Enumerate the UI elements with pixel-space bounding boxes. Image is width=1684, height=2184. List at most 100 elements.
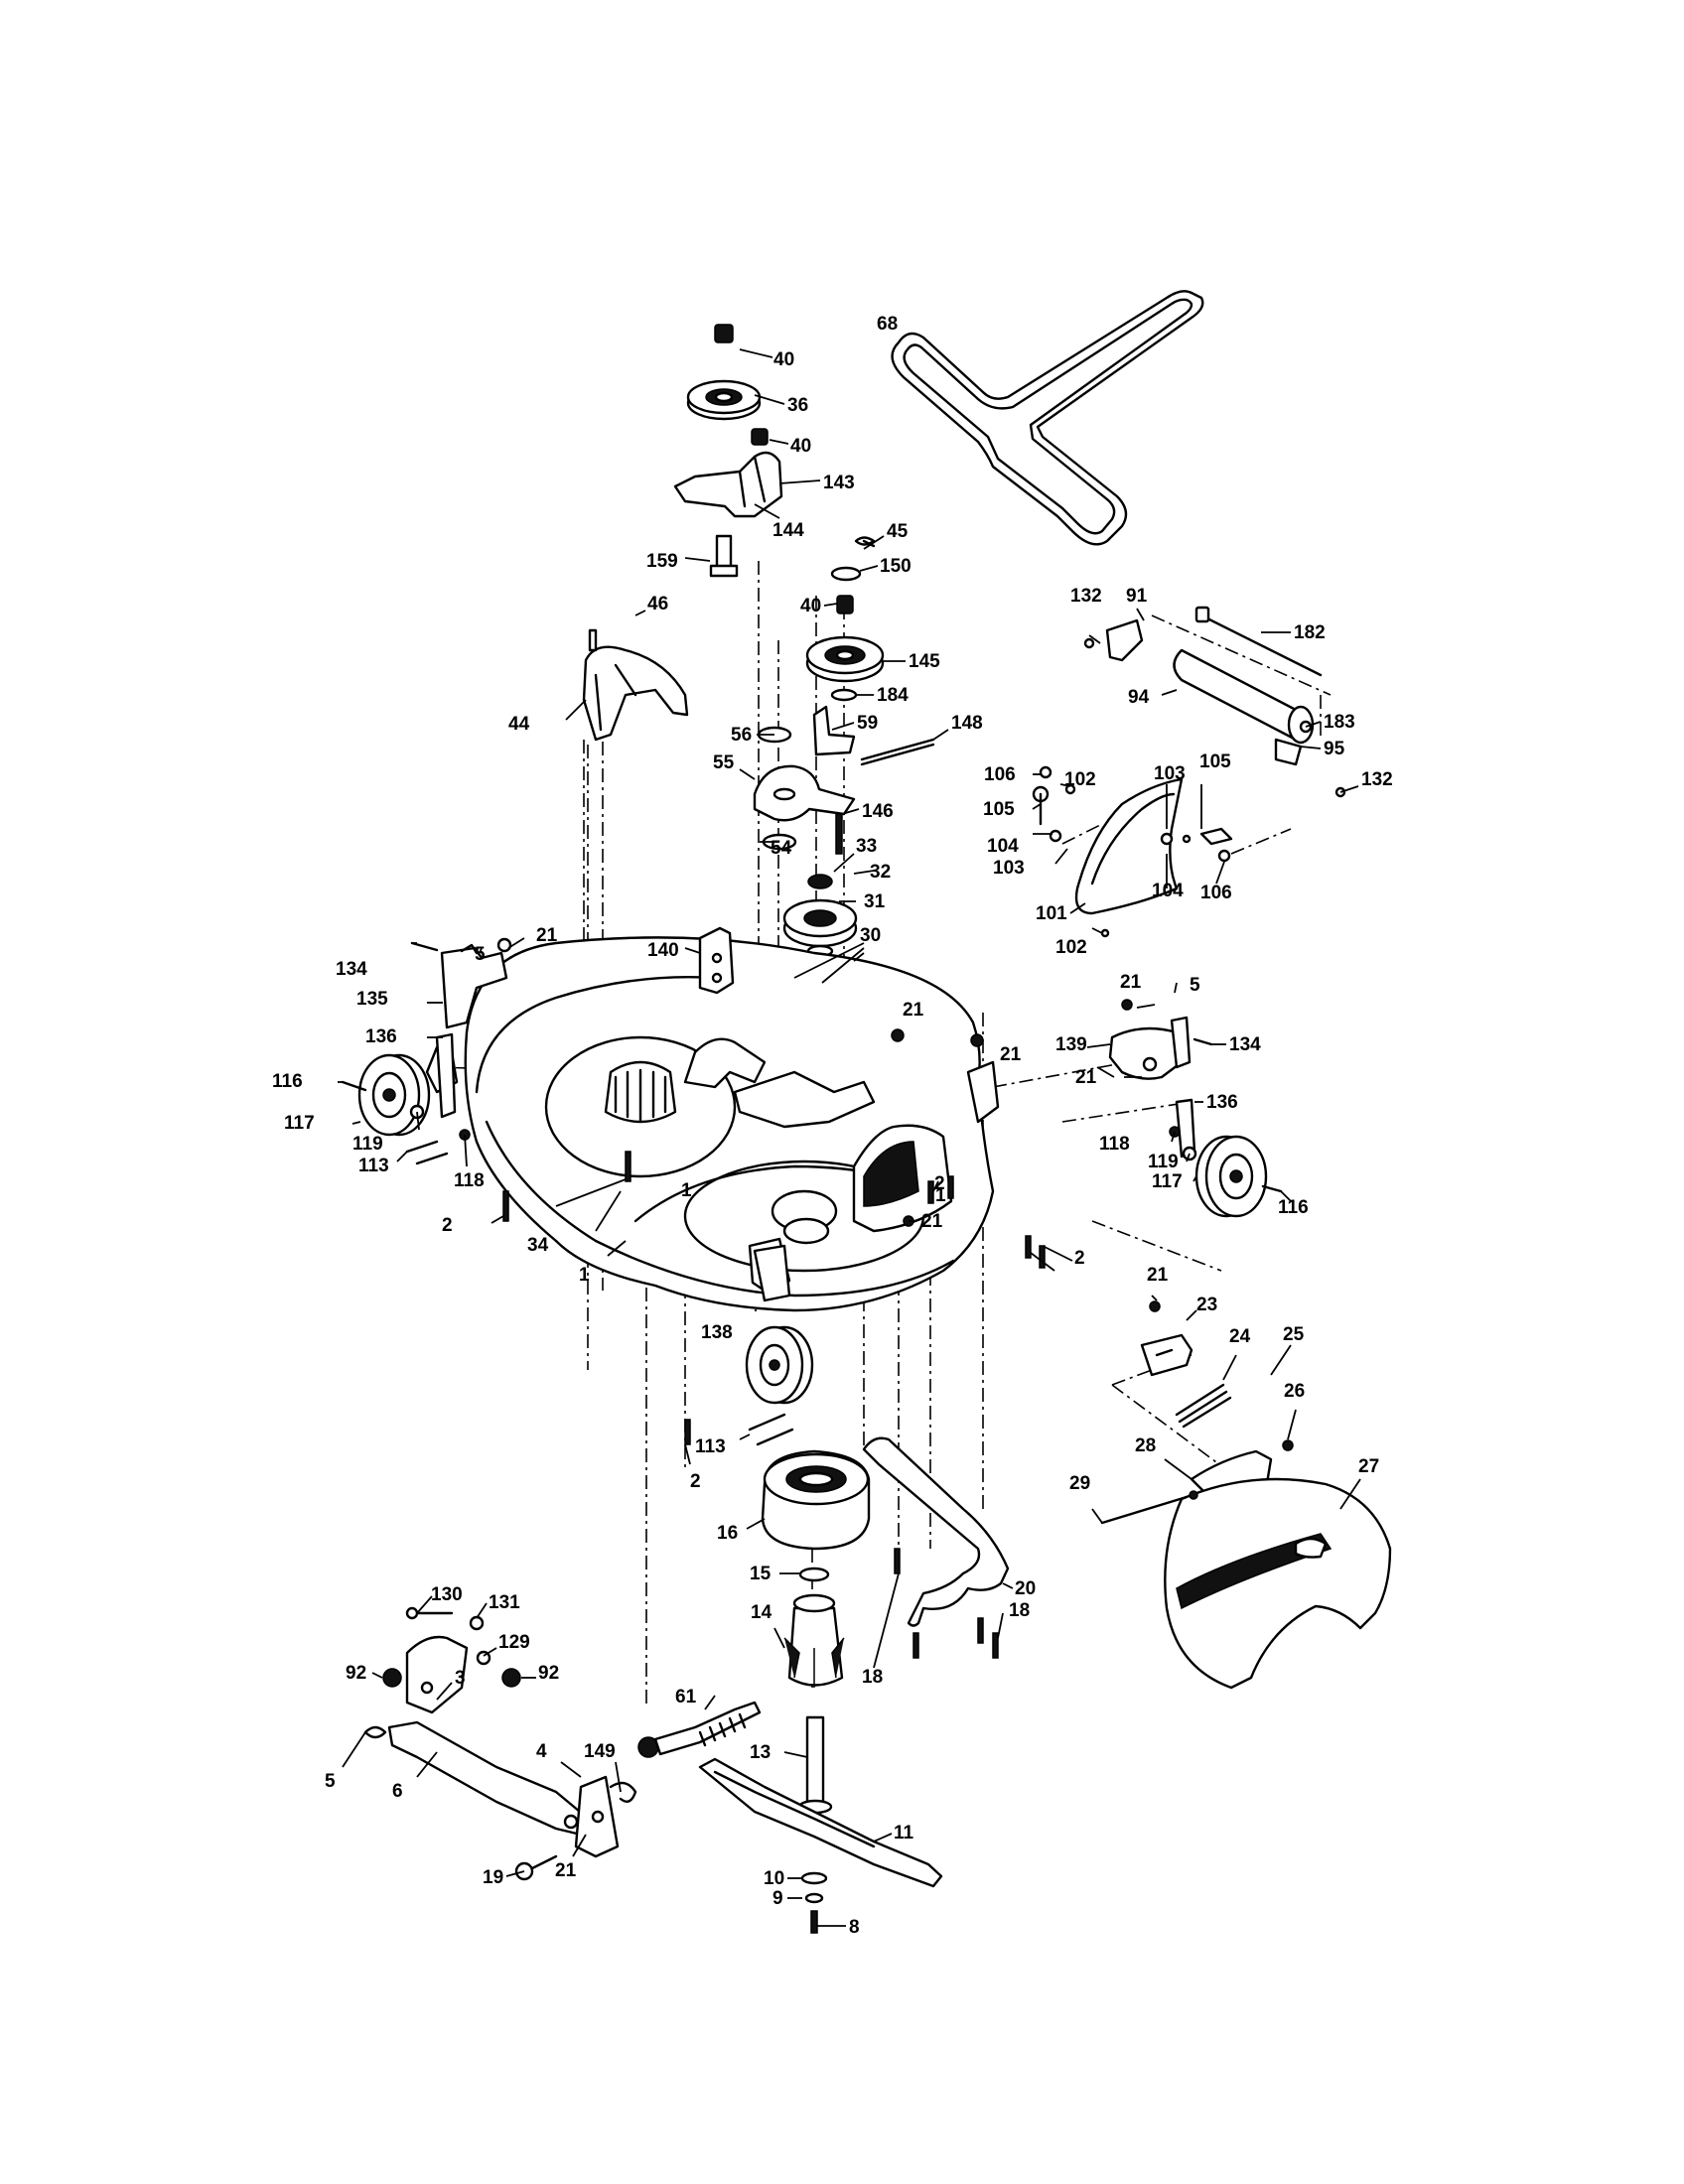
callout-117a: 117 [284, 1113, 315, 1134]
callout-145: 145 [909, 651, 940, 672]
rear-wheel-138 [745, 1244, 814, 1405]
callout-184: 184 [877, 685, 909, 706]
callout-116b: 116 [1278, 1197, 1309, 1218]
callout-68: 68 [877, 314, 898, 335]
callout-119b: 119 [1148, 1152, 1179, 1172]
bracket-140 [698, 926, 735, 995]
callout-20: 20 [1015, 1578, 1036, 1599]
callout-labels: 40 68 36 40 143 144 45 159 150 40 46 132… [272, 314, 1393, 1938]
callout-2b: 2 [442, 1215, 453, 1236]
callout-146: 146 [862, 801, 894, 822]
callout-18a: 18 [1009, 1600, 1030, 1621]
callout-2a: 2 [934, 1173, 945, 1194]
linkage-bracket-3 [382, 1606, 521, 1714]
callout-21g: 21 [1147, 1265, 1169, 1286]
callout-136a: 136 [365, 1026, 397, 1047]
callout-16: 16 [717, 1523, 738, 1544]
callout-25: 25 [1283, 1324, 1305, 1345]
lift-arm-assembly [363, 1701, 762, 1881]
callout-21a: 21 [536, 925, 558, 946]
callout-40a: 40 [773, 349, 794, 370]
callout-138: 138 [701, 1322, 733, 1343]
callout-36: 36 [787, 395, 808, 416]
callout-135: 135 [356, 989, 388, 1010]
callout-21e: 21 [1075, 1067, 1097, 1088]
callout-21c: 21 [1120, 972, 1142, 993]
callout-54: 54 [771, 838, 792, 859]
callout-144: 144 [772, 520, 804, 541]
callout-56: 56 [731, 725, 752, 746]
callout-103b: 103 [993, 858, 1025, 879]
callout-5a: 5 [475, 944, 486, 965]
callout-3: 3 [455, 1668, 466, 1689]
belt-68 [891, 290, 1204, 546]
callout-116a: 116 [272, 1071, 303, 1092]
callout-132a: 132 [1070, 586, 1102, 607]
callout-113a: 113 [358, 1156, 389, 1176]
callout-94: 94 [1128, 687, 1150, 708]
callout-19: 19 [483, 1867, 503, 1888]
callout-159: 159 [646, 551, 678, 572]
baffle-20 [862, 1436, 1010, 1659]
right-wheel-bracket-assembly [1108, 999, 1213, 1159]
callout-2c: 2 [1074, 1248, 1085, 1269]
callout-26: 26 [1284, 1381, 1305, 1402]
spindle-housing-assembly [761, 1449, 871, 1688]
callout-21b: 21 [903, 1000, 924, 1021]
callout-29: 29 [1069, 1473, 1090, 1494]
callout-21f: 21 [921, 1211, 943, 1232]
callout-134a: 134 [336, 959, 367, 980]
callout-55: 55 [713, 752, 735, 773]
callout-106b: 106 [1200, 883, 1232, 903]
callout-101: 101 [1036, 903, 1067, 924]
callout-182: 182 [1294, 622, 1326, 643]
callout-30: 30 [860, 925, 881, 946]
callout-129: 129 [498, 1632, 530, 1653]
callout-92b: 92 [538, 1663, 559, 1684]
callout-103a: 103 [1154, 763, 1186, 784]
left-wheel-bracket-assembly [410, 937, 512, 1119]
callout-104b: 104 [1152, 881, 1184, 901]
callout-40b: 40 [790, 436, 811, 457]
callout-105a: 105 [1199, 751, 1231, 772]
callout-104a: 104 [987, 836, 1019, 857]
belt-guard-44 [582, 628, 689, 742]
callout-113b: 113 [695, 1436, 726, 1457]
callout-24: 24 [1229, 1326, 1251, 1347]
callout-13: 13 [750, 1742, 771, 1763]
callout-95: 95 [1324, 739, 1345, 759]
idler-pulley-assembly-top [673, 324, 783, 578]
callout-134b: 134 [1229, 1034, 1261, 1055]
callout-33: 33 [856, 836, 877, 857]
callout-106a: 106 [984, 764, 1016, 785]
idler-pulley-assembly-right [805, 536, 885, 702]
callout-34: 34 [527, 1235, 549, 1256]
callout-32: 32 [870, 862, 891, 883]
callout-31: 31 [864, 891, 886, 912]
callout-140: 140 [647, 940, 679, 961]
callout-149: 149 [584, 1741, 616, 1762]
callout-105b: 105 [983, 799, 1015, 820]
callout-2d: 2 [690, 1471, 701, 1492]
callout-92a: 92 [346, 1663, 366, 1684]
callout-139: 139 [1055, 1034, 1087, 1055]
right-front-wheel [1169, 1126, 1283, 1218]
blade-spindle-assembly [698, 1715, 943, 1934]
callout-40c: 40 [800, 596, 821, 616]
callout-44: 44 [508, 714, 530, 735]
callout-130: 130 [431, 1584, 463, 1605]
mower-deck-1 [425, 936, 1000, 1312]
left-front-wheel [341, 1053, 431, 1137]
callout-46: 46 [647, 594, 668, 614]
callout-14: 14 [751, 1602, 772, 1623]
callout-183: 183 [1324, 712, 1355, 733]
callout-136b: 136 [1206, 1092, 1238, 1113]
callout-1a: 1 [681, 1180, 692, 1201]
callout-132b: 132 [1361, 769, 1393, 790]
callout-102b: 102 [1055, 937, 1087, 958]
callout-1b: 1 [935, 1185, 946, 1206]
callout-59: 59 [857, 713, 878, 734]
rear-bolts-113 [748, 1413, 794, 1446]
callout-131: 131 [489, 1592, 520, 1613]
